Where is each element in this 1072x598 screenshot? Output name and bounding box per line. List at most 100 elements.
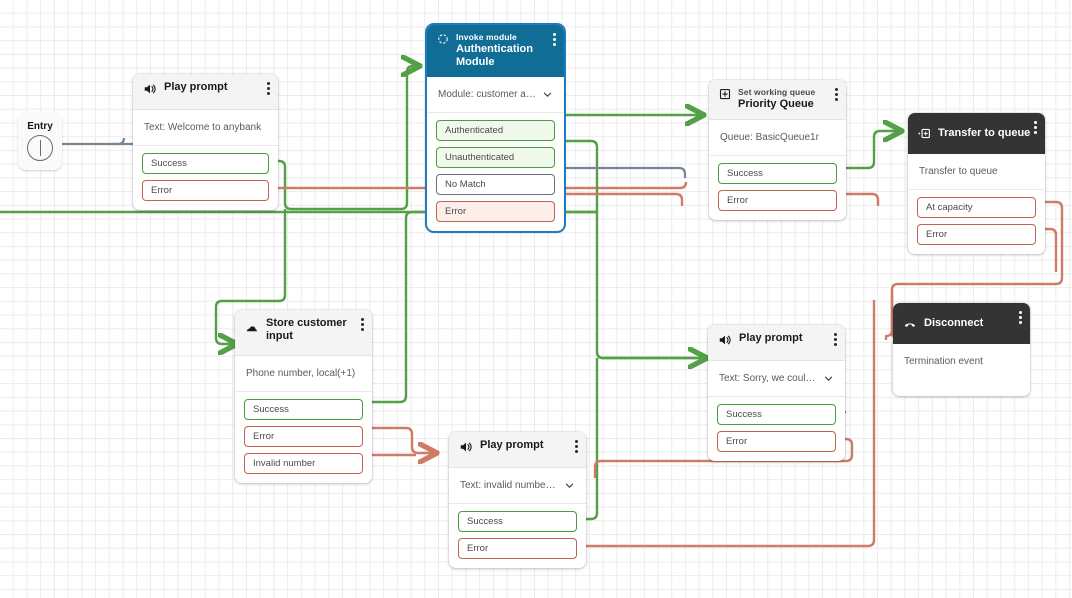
chevron-down-icon[interactable] xyxy=(542,89,553,100)
node-body-text: Text: Welcome to anybank xyxy=(144,122,262,133)
node-title: Play prompt xyxy=(739,332,803,344)
node-body-text: Module: customer authen... xyxy=(438,89,536,100)
node-priority-queue[interactable]: Set working queue Priority Queue Queue: … xyxy=(709,80,846,220)
node-body[interactable]: Module: customer authen... xyxy=(427,77,564,113)
node-menu-button[interactable] xyxy=(834,333,837,346)
node-title: Play prompt xyxy=(480,439,544,451)
node-authentication-module[interactable]: Invoke module Authentication Module Modu… xyxy=(427,25,564,231)
node-menu-button[interactable] xyxy=(1034,121,1037,134)
node-body-text: Phone number, local(+1) xyxy=(246,368,356,379)
port-unauthenticated[interactable]: Unauthenticated xyxy=(436,147,555,168)
node-body: Queue: BasicQueue1r xyxy=(709,120,846,156)
node-header[interactable]: Disconnect xyxy=(893,303,1030,344)
node-header[interactable]: Invoke module Authentication Module xyxy=(427,25,564,77)
entry-node[interactable]: Entry xyxy=(18,112,62,170)
port-invalid-number[interactable]: Invalid number xyxy=(244,453,363,474)
node-body[interactable]: Text: invalid number or s... xyxy=(449,468,586,504)
wire-play-invalid-success xyxy=(585,358,599,521)
entry-point-icon[interactable] xyxy=(27,135,53,161)
node-menu-button[interactable] xyxy=(553,33,556,46)
wire-auth-error xyxy=(565,192,684,206)
node-header[interactable]: Store customer input xyxy=(235,310,372,356)
port-authenticated[interactable]: Authenticated xyxy=(436,120,555,141)
node-body[interactable]: Text: Sorry, we could not... xyxy=(708,361,845,397)
node-body: Phone number, local(+1) xyxy=(235,356,372,392)
wire-priority-error xyxy=(846,192,880,206)
queue-icon xyxy=(719,88,731,100)
node-header[interactable]: Play prompt xyxy=(449,432,586,468)
node-body-text: Transfer to queue xyxy=(919,166,998,177)
node-title: Authentication Module xyxy=(456,43,533,68)
node-ports: At capacity Error xyxy=(908,190,1045,254)
port-success[interactable]: Success xyxy=(717,404,836,425)
node-menu-button[interactable] xyxy=(575,440,578,453)
node-ports: Success Error xyxy=(708,397,845,461)
node-store-customer-input[interactable]: Store customer input Phone number, local… xyxy=(235,310,372,483)
port-at-capacity[interactable]: At capacity xyxy=(917,197,1036,218)
node-ports: Success Error Invalid number xyxy=(235,392,372,483)
node-header[interactable]: Play prompt xyxy=(133,74,278,110)
node-play-prompt-invalid[interactable]: Play prompt Text: invalid number or s...… xyxy=(449,432,586,568)
node-body-text: Text: invalid number or s... xyxy=(460,480,558,491)
node-menu-button[interactable] xyxy=(361,318,364,331)
speaker-icon xyxy=(144,84,156,94)
port-error[interactable]: Error xyxy=(244,426,363,447)
wire-store-success xyxy=(371,210,597,404)
node-body-text: Text: Sorry, we could not... xyxy=(719,373,817,384)
node-header[interactable]: Play prompt xyxy=(708,325,845,361)
node-play-prompt-welcome[interactable]: Play prompt Text: Welcome to anybank Suc… xyxy=(133,74,278,210)
node-ports: Authenticated Unauthenticated No Match E… xyxy=(427,113,564,231)
port-error[interactable]: Error xyxy=(142,180,269,201)
node-title: Store customer input xyxy=(266,317,347,342)
wire-transfer-error xyxy=(1045,227,1058,272)
node-title: Priority Queue xyxy=(738,98,814,110)
node-title: Transfer to queue xyxy=(938,126,1031,139)
port-no-match[interactable]: No Match xyxy=(436,174,555,195)
chevron-down-icon[interactable] xyxy=(823,373,834,384)
node-ports: Success Error xyxy=(133,146,278,210)
node-body-text: Termination event xyxy=(904,356,983,367)
node-header[interactable]: Transfer to queue xyxy=(908,113,1045,154)
speaker-icon xyxy=(460,442,472,452)
wire-unauthenticated-to-play-sorry xyxy=(595,352,706,358)
node-menu-button[interactable] xyxy=(267,82,270,95)
port-error[interactable]: Error xyxy=(717,431,836,452)
port-success[interactable]: Success xyxy=(718,163,837,184)
wire-nomatch xyxy=(565,166,687,178)
port-success[interactable]: Success xyxy=(142,153,269,174)
keypad-icon xyxy=(246,326,258,332)
port-success[interactable]: Success xyxy=(244,399,363,420)
node-body: Text: Welcome to anybank xyxy=(133,110,278,146)
node-body: Transfer to queue xyxy=(908,154,1045,190)
port-error[interactable]: Error xyxy=(917,224,1036,245)
node-play-prompt-sorry[interactable]: Play prompt Text: Sorry, we could not...… xyxy=(708,325,845,461)
wire-priority-success-to-transfer xyxy=(846,131,901,170)
node-menu-button[interactable] xyxy=(835,88,838,101)
port-error[interactable]: Error xyxy=(436,201,555,222)
node-ports: Success Error xyxy=(449,504,586,568)
port-error[interactable]: Error xyxy=(458,538,577,559)
node-title: Disconnect xyxy=(924,316,984,329)
port-error[interactable]: Error xyxy=(718,190,837,211)
node-menu-button[interactable] xyxy=(1019,311,1022,324)
wire-entry-to-play-welcome xyxy=(53,137,126,146)
wire-unauthenticated-trunk xyxy=(565,139,712,360)
node-subtitle: Set working queue xyxy=(738,87,816,97)
module-icon xyxy=(438,34,448,44)
node-ports: Success Error xyxy=(709,156,846,220)
node-transfer-to-queue[interactable]: Transfer to queue Transfer to queue At c… xyxy=(908,113,1045,254)
node-disconnect[interactable]: Disconnect Termination event xyxy=(893,303,1030,396)
node-body: Termination event xyxy=(893,344,1030,396)
node-body-text: Queue: BasicQueue1r xyxy=(720,132,819,143)
speaker-icon xyxy=(719,335,731,345)
entry-label: Entry xyxy=(27,121,53,132)
hangup-phone-icon xyxy=(904,322,916,327)
node-title: Play prompt xyxy=(164,81,228,93)
node-subtitle: Invoke module xyxy=(456,32,517,42)
chevron-down-icon[interactable] xyxy=(564,480,575,491)
port-success[interactable]: Success xyxy=(458,511,577,532)
transfer-icon xyxy=(918,128,930,139)
node-header[interactable]: Set working queue Priority Queue xyxy=(709,80,846,120)
wire-store-error-to-play-invalid xyxy=(371,426,436,453)
